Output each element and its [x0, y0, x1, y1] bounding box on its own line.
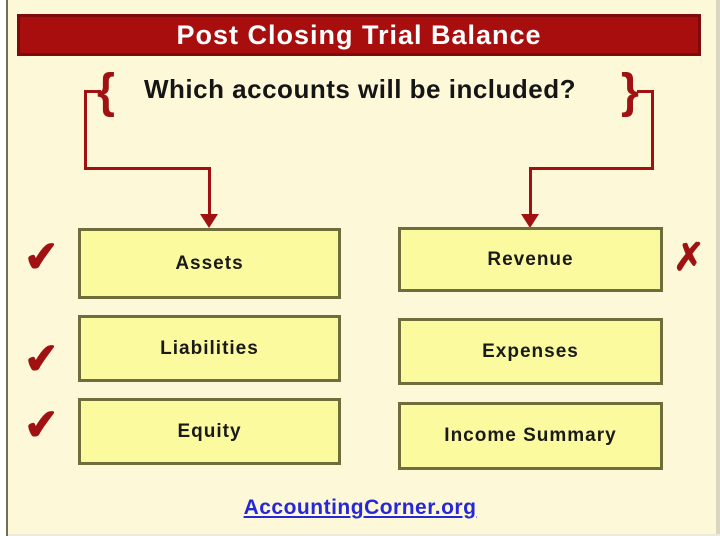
left-margin	[0, 0, 6, 536]
right-arrow-connector	[637, 90, 654, 93]
left-arrow-horizontal-segment	[84, 167, 211, 170]
right-arrow-vertical-segment	[651, 90, 654, 170]
cross-icon: ✗	[673, 237, 705, 279]
left-arrow-connector	[84, 90, 101, 93]
check-icon: ✔	[22, 231, 61, 282]
title-bar: Post Closing Trial Balance	[17, 14, 701, 56]
right-border-line	[716, 0, 720, 536]
account-label: Assets	[175, 252, 244, 274]
account-label: Revenue	[487, 248, 574, 270]
slide-title: Post Closing Trial Balance	[176, 19, 542, 50]
left-brace-icon: {	[97, 62, 115, 118]
account-box-assets: Assets	[78, 228, 341, 299]
check-icon: ✔	[22, 333, 61, 384]
account-box-expenses: Expenses	[398, 318, 663, 385]
account-label: Liabilities	[160, 337, 259, 359]
right-brace-icon: }	[621, 62, 639, 118]
account-box-revenue: Revenue	[398, 227, 663, 292]
check-icon: ✔	[22, 399, 61, 450]
question-text: Which accounts will be included?	[143, 74, 577, 104]
left-arrow-vertical-segment	[84, 90, 87, 170]
account-box-liabilities: Liabilities	[78, 315, 341, 382]
account-box-income-summary: Income Summary	[398, 402, 663, 470]
footer-link[interactable]: AccountingCorner.org	[243, 496, 477, 519]
account-label: Income Summary	[444, 425, 617, 446]
account-label: Expenses	[482, 340, 579, 362]
bottom-border-line	[8, 534, 720, 536]
account-label: Equity	[177, 420, 242, 442]
account-box-equity: Equity	[78, 398, 341, 465]
right-arrow-horizontal-segment	[529, 167, 654, 170]
left-border-line	[6, 0, 8, 536]
left-arrow-down-segment	[208, 167, 211, 215]
footer: AccountingCorner.org	[0, 496, 720, 520]
right-arrow-down-segment	[529, 167, 532, 215]
left-arrowhead-icon	[200, 214, 218, 228]
right-arrowhead-icon	[521, 214, 539, 228]
